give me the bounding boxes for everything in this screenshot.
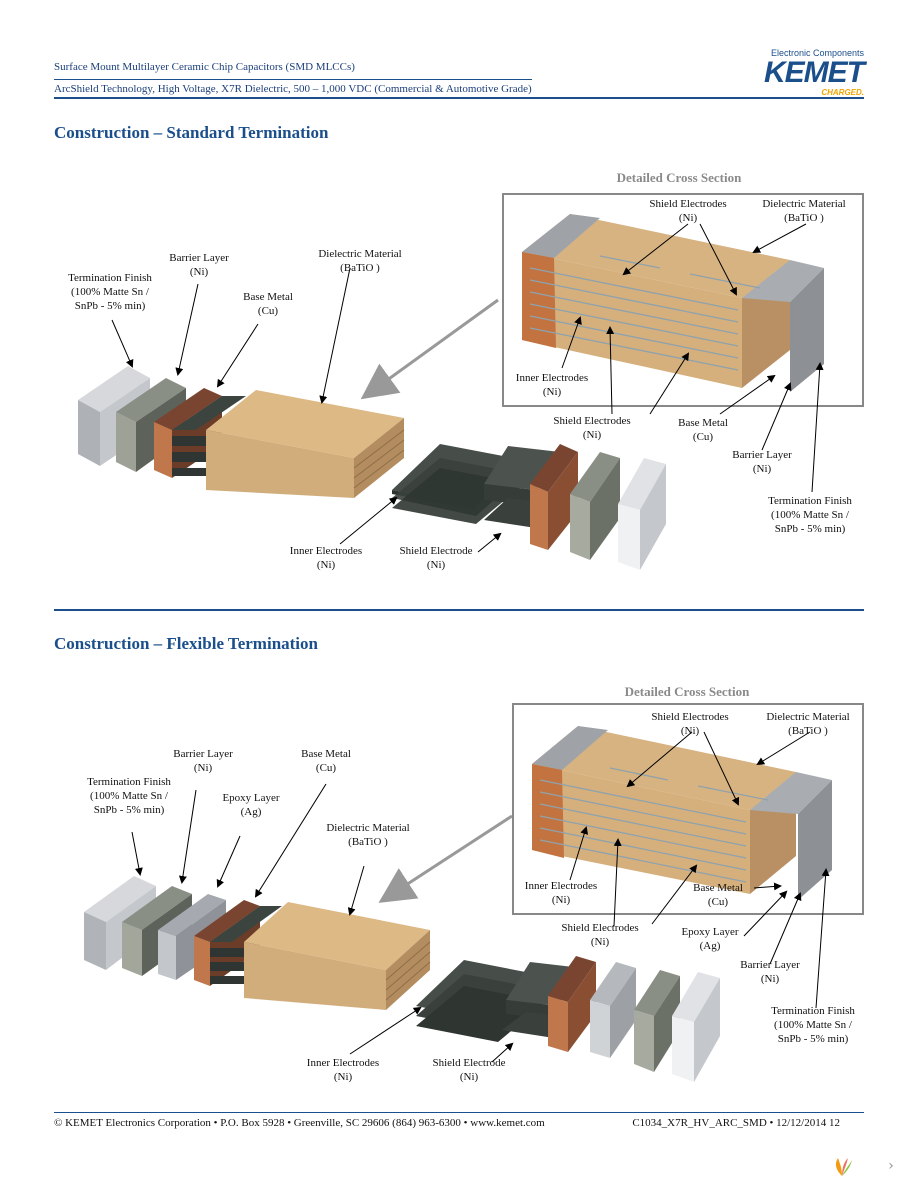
- cs-label-barrier-layer-2: Barrier Layer(Ni): [740, 959, 800, 985]
- left-electrodes-2: [210, 906, 282, 984]
- logo-tagline: CHARGED.: [821, 88, 864, 97]
- logo-leaf-icon[interactable]: [828, 1152, 856, 1180]
- logo-subtext: Electronic Components: [770, 48, 864, 58]
- header-rule-short: [54, 79, 532, 80]
- cs-label-base-metal-2: Base Metal(Cu): [693, 882, 743, 908]
- flexible-exploded-illustration: [84, 703, 864, 1082]
- label-termination-finish: Termination Finish(100% Matte Sn /SnPb -…: [68, 272, 152, 312]
- label-inner-electrodes: Inner Electrodes(Ni): [289, 545, 363, 571]
- doc-subtitle-1: Surface Mount Multilayer Ceramic Chip Ca…: [54, 61, 355, 73]
- section-divider: [54, 609, 864, 611]
- cs-label-inner-electrodes: Inner Electrodes(Ni): [515, 372, 589, 398]
- standard-exploded-illustration: [78, 193, 864, 570]
- label-inner-electrodes-2: Inner Electrodes(Ni): [306, 1057, 380, 1083]
- kemet-logo: Electronic Components KEMET CHARGED.: [764, 48, 865, 97]
- right-nickel-cap-2: [634, 970, 680, 1072]
- footer-doc-id: C1034_X7R_HV_ARC_SMD • 12/12/2014 12: [632, 1117, 840, 1129]
- footer-rule: [54, 1112, 864, 1113]
- right-nickel-cap: [570, 452, 620, 560]
- doc-subtitle-2: ArcShield Technology, High Voltage, X7R …: [54, 83, 532, 95]
- cs-label-shield-electrodes-top: Shield Electrodes(Ni): [649, 198, 727, 224]
- cs-label-base-metal: Base Metal(Cu): [678, 417, 728, 443]
- section-title-flexible: Construction – Flexible Termination: [54, 634, 318, 653]
- cs-label-shield-electrodes-bottom: Shield Electrodes(Ni): [553, 415, 631, 441]
- cs-label-shield-electrodes-bottom-2: Shield Electrodes(Ni): [561, 922, 639, 948]
- dielectric-block-2: [244, 902, 431, 1010]
- right-epoxy-cap-2: [590, 962, 636, 1058]
- label-shield-electrode-2: Shield Electrode(Ni): [432, 1057, 506, 1083]
- logo-brand: KEMET: [764, 56, 865, 89]
- cross-section-title: Detailed Cross Section: [616, 170, 742, 185]
- diagram-standard-termination: Detailed Cross Section Termination Finis…: [0, 168, 918, 588]
- right-copper-cap-2: [548, 956, 596, 1052]
- label-base-metal: Base Metal(Cu): [243, 291, 293, 317]
- cs-label-dielectric: Dielectric Material(BaTiO ): [762, 198, 846, 224]
- right-tin-cap: [618, 458, 666, 570]
- cs-label-termination-finish: Termination Finish(100% Matte Sn /SnPb -…: [768, 495, 852, 535]
- label-termination-finish-2: Termination Finish(100% Matte Sn /SnPb -…: [87, 776, 171, 816]
- cross-section-title-2: Detailed Cross Section: [624, 684, 750, 699]
- cs-label-epoxy-layer-2: Epoxy Layer(Ag): [681, 926, 739, 952]
- cs-label-barrier-layer: Barrier Layer(Ni): [732, 449, 792, 475]
- label-dielectric: Dielectric Material(BaTiO ): [318, 248, 402, 274]
- label-dielectric-2: Dielectric Material(BaTiO ): [326, 822, 410, 848]
- footer-company-info: © KEMET Electronics Corporation • P.O. B…: [54, 1117, 545, 1129]
- cs-label-shield-electrodes-top-2: Shield Electrodes(Ni): [651, 711, 729, 737]
- right-tin-cap-2: [672, 972, 720, 1082]
- label-barrier-layer-2: Barrier Layer(Ni): [173, 748, 233, 774]
- cs-label-dielectric-2: Dielectric Material(BaTiO ): [766, 711, 850, 737]
- cs-label-inner-electrodes-2: Inner Electrodes(Ni): [524, 880, 598, 906]
- label-base-metal-2: Base Metal(Cu): [301, 748, 351, 774]
- cross-section-chip: [522, 214, 824, 392]
- label-barrier-layer: Barrier Layer(Ni): [169, 252, 229, 278]
- cs-label-termination-finish-2: Termination Finish(100% Matte Sn /SnPb -…: [771, 1005, 855, 1045]
- right-copper-cap: [530, 444, 578, 550]
- diagram-flexible-termination: Detailed Cross Section Termination Finis…: [0, 680, 918, 1100]
- dielectric-block: [206, 390, 405, 498]
- label-shield-electrode: Shield Electrode(Ni): [399, 545, 473, 571]
- header-rule: [54, 97, 864, 99]
- chevron-right-icon[interactable]: ›: [888, 1158, 894, 1174]
- section-title-standard: Construction – Standard Termination: [54, 123, 329, 142]
- left-electrodes: [172, 396, 246, 476]
- label-epoxy-layer-2: Epoxy Layer(Ag): [222, 792, 280, 818]
